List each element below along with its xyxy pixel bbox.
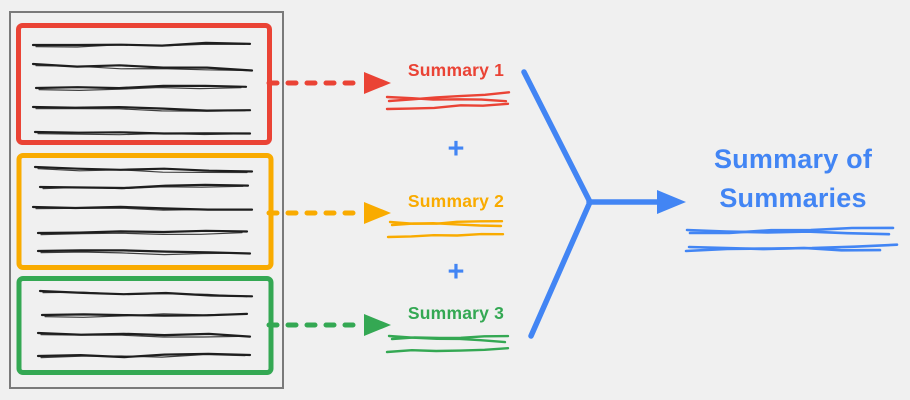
summary-3-underline-scribble <box>385 334 510 354</box>
arrow-green-dashed-icon <box>266 314 391 336</box>
plus-operator-2: + <box>447 256 465 288</box>
arrow-red-dashed-icon <box>266 72 391 94</box>
document-text-scribbles <box>31 41 254 359</box>
source-document-frame <box>9 11 284 389</box>
arrow-orange-dashed-icon <box>266 202 391 224</box>
summary-1-label: Summary 1 <box>407 60 505 80</box>
plus-operator-1: + <box>447 133 465 165</box>
summary-3-label: Summary 3 <box>407 303 505 323</box>
summary-1-underline-scribble <box>385 91 511 111</box>
summary-of-summaries-label: Summary of Summaries <box>713 144 873 214</box>
merge-arrow-icon <box>521 69 686 339</box>
summary-2-underline-scribble <box>386 220 505 239</box>
result-underline-scribble <box>684 226 899 253</box>
summary-2-label: Summary 2 <box>407 191 505 211</box>
